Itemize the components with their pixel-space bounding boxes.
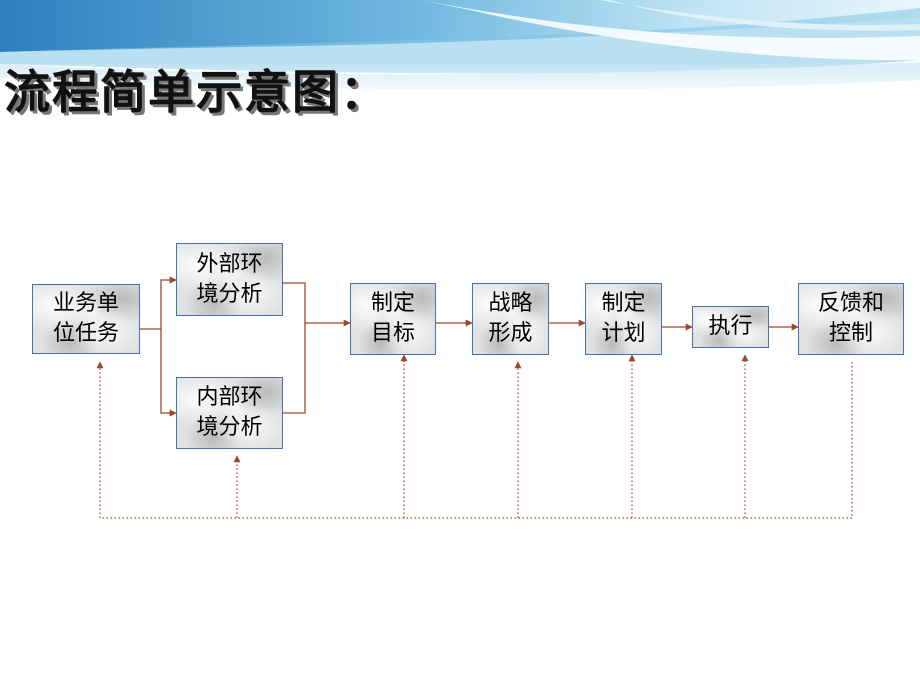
node-set-plan: 制定 计划: [585, 283, 662, 355]
arrow-to-external: [160, 276, 177, 329]
node-label: 业务单 位任务: [52, 291, 119, 346]
node-label: 制定 计划: [601, 291, 646, 346]
feedback-loop-line: [100, 362, 853, 519]
connector-internal-out: [283, 323, 306, 414]
connector-external-out: [283, 282, 306, 323]
node-label: 执行: [708, 314, 753, 339]
node-business-unit-mission: 业务单 位任务: [32, 284, 140, 354]
arrow-to-internal: [160, 329, 177, 417]
node-label: 内部环 境分析: [196, 385, 263, 440]
node-label: 外部环 境分析: [196, 251, 263, 307]
node-external-analysis: 外部环 境分析: [176, 243, 283, 316]
node-strategy-formation: 战略 形成: [472, 283, 549, 355]
node-label: 反馈和 控制: [817, 291, 884, 346]
node-label: 战略 形成: [488, 291, 533, 346]
node-feedback-control: 反馈和 控制: [798, 283, 904, 355]
node-label: 制定 目标: [370, 291, 415, 346]
node-internal-analysis: 内部环 境分析: [176, 377, 283, 449]
node-set-goals: 制定 目标: [350, 283, 436, 355]
page-title: 流程简单示意图：: [4, 65, 388, 119]
node-execute: 执行: [692, 306, 769, 348]
header-banner: [0, 0, 920, 110]
